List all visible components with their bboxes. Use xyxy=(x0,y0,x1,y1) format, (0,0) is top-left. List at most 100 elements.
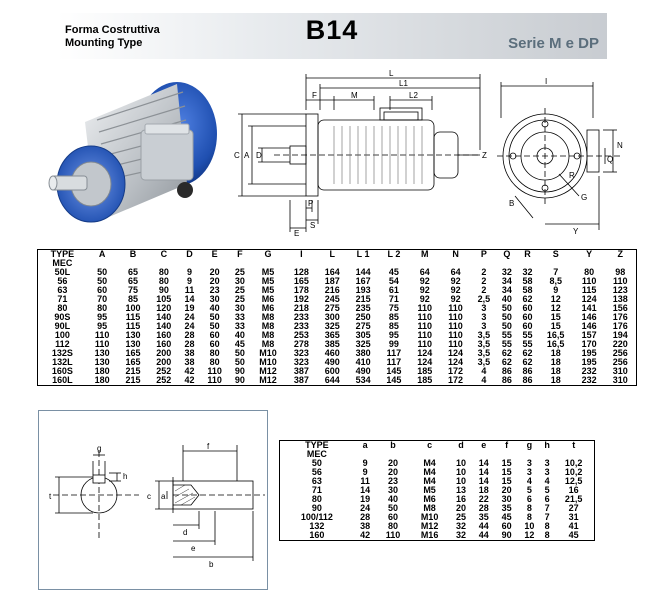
main-cell: 215 xyxy=(125,366,141,376)
shaft-cell: 6 xyxy=(544,494,550,504)
main-cell: 50L xyxy=(54,267,71,277)
main-cell: 4 xyxy=(481,366,487,376)
shaft-cell: 110 xyxy=(385,530,401,540)
shaft-cell: 3 xyxy=(526,458,532,468)
main-cell: 64 xyxy=(450,267,461,277)
main-cell: 50 xyxy=(209,321,220,331)
main-cell: M10 xyxy=(259,357,277,367)
dim-label-f: F xyxy=(312,91,317,100)
col-l1: L 1 xyxy=(356,249,370,259)
main-cell: 55 xyxy=(522,330,533,340)
main-cell: 71 xyxy=(388,294,399,304)
main-cell: 38 xyxy=(184,348,195,358)
main-cell: 50 xyxy=(234,357,245,367)
main-cell: 80 xyxy=(158,276,169,286)
main-cell: M8 xyxy=(261,330,275,340)
main-cell: 60 xyxy=(522,303,533,313)
main-cell: 38 xyxy=(184,357,195,367)
shaft-label-a: a xyxy=(161,492,166,501)
shaft-cell: M6 xyxy=(423,494,436,504)
main-cell: 3 xyxy=(481,312,487,322)
main-cell: 110 xyxy=(581,276,597,286)
shaft-cell: 21,5 xyxy=(564,494,583,504)
main-cell: 172 xyxy=(448,366,464,376)
shaft-cell: 15 xyxy=(501,458,512,468)
main-cell: 100 xyxy=(125,303,141,313)
main-cell: 95 xyxy=(97,312,108,322)
main-cell: 86 xyxy=(522,375,533,385)
shaft-cell: 5 xyxy=(526,485,532,495)
main-cell: 167 xyxy=(355,276,371,286)
shaft-col-b: b xyxy=(390,440,396,450)
main-cell: 110 xyxy=(207,366,222,376)
main-cell: 110 xyxy=(94,339,110,349)
shaft-cell: 80 xyxy=(311,494,322,504)
main-cell: 130 xyxy=(125,330,141,340)
main-cell: 62 xyxy=(522,294,533,304)
main-cell: 55 xyxy=(522,339,533,349)
main-cell: 80 xyxy=(97,303,108,313)
main-cell: 65 xyxy=(127,267,138,277)
main-cell: 110 xyxy=(417,303,432,313)
main-cell: 232 xyxy=(581,366,597,376)
dim-label-g: G xyxy=(581,193,587,202)
main-cell: 132L xyxy=(52,357,73,367)
main-cell: 160 xyxy=(156,339,172,349)
main-cell: 172 xyxy=(448,375,464,385)
main-cell: 40 xyxy=(209,303,220,313)
main-cell: 50 xyxy=(501,303,512,313)
shaft-cell: 32 xyxy=(455,530,466,540)
main-cell: 65 xyxy=(127,276,138,286)
dim-label-s: S xyxy=(310,221,315,230)
main-cell: 40 xyxy=(501,294,512,304)
shaft-cell: 42 xyxy=(360,530,371,540)
shaft-cell: M5 xyxy=(423,485,436,495)
shaft-cell: 38 xyxy=(360,521,371,531)
col-b: B xyxy=(129,249,137,259)
main-cell: 644 xyxy=(324,375,340,385)
dim-label-l: L xyxy=(389,70,394,78)
main-cell: 323 xyxy=(293,357,309,367)
main-cell: 325 xyxy=(355,339,371,349)
shaft-cell: 8 xyxy=(526,503,532,513)
main-cell: 99 xyxy=(388,339,399,349)
dim-label-c: C xyxy=(234,151,240,160)
front-view-drawing: I B N Q R G Y xyxy=(497,78,623,236)
shaft-cell: 28 xyxy=(478,503,489,513)
main-cell: 15 xyxy=(550,321,561,331)
main-table-subheader: MEC xyxy=(38,259,637,268)
shaft-cell: 10 xyxy=(455,458,466,468)
dim-label-l1: L1 xyxy=(399,79,408,88)
main-cell: 92 xyxy=(419,285,430,295)
main-cell: M12 xyxy=(259,366,277,376)
shaft-cell: 28 xyxy=(360,512,371,522)
main-cell: 70 xyxy=(97,294,108,304)
main-cell: M8 xyxy=(261,321,275,331)
main-cell: 86 xyxy=(522,366,533,376)
shaft-cell: 15 xyxy=(501,467,512,477)
shaft-label-h: h xyxy=(123,472,127,481)
dim-label-r: R xyxy=(569,171,575,180)
dim-label-z: Z xyxy=(482,151,487,160)
main-cell: 110 xyxy=(417,321,432,331)
main-cell: 178 xyxy=(293,285,309,295)
main-cell: 120 xyxy=(156,303,172,313)
shaft-cell: 9 xyxy=(362,467,368,477)
main-cell: 180 xyxy=(94,375,110,385)
shaft-cell: 16 xyxy=(455,494,466,504)
main-cell: 80 xyxy=(584,267,595,277)
main-cell: 233 xyxy=(293,321,309,331)
main-cell: 95 xyxy=(97,321,108,331)
main-cell: 55 xyxy=(501,330,512,340)
main-cell: 278 xyxy=(293,339,309,349)
main-cell: M10 xyxy=(259,348,277,358)
shaft-cell: 10 xyxy=(524,521,535,531)
